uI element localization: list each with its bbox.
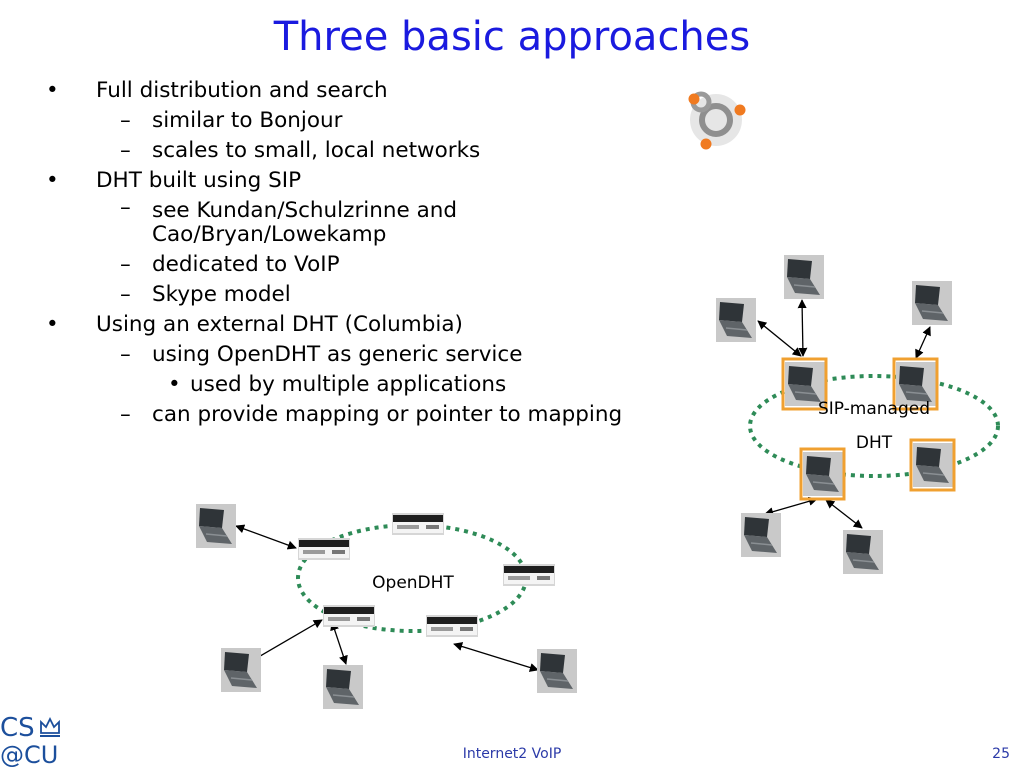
bullet-text: used by multiple applications [190, 372, 507, 397]
laptop-icon [322, 664, 364, 710]
node-highlight [781, 357, 828, 411]
server-icon [426, 615, 478, 637]
arrow [915, 326, 931, 359]
bullet-text-continuation: Cao/Bryan/Lowekamp [152, 222, 387, 247]
arrow [757, 320, 802, 357]
slide-title: Three basic approaches [273, 14, 751, 60]
bullet-marker: – [120, 282, 131, 307]
bullet-marker: • [46, 312, 59, 337]
bullet-item: –dedicated to VoIP [40, 250, 680, 280]
cs-columbia-logo: CS @CU [0, 713, 60, 768]
sip-dht-label-line2: DHT [856, 433, 893, 453]
sip-dht-label-line1: SIP-managed [818, 399, 930, 419]
node-highlight [892, 357, 939, 411]
bullet-item: –using OpenDHT as generic service [40, 340, 680, 370]
arrow [797, 299, 808, 357]
bullet-item: –can provide mapping or pointer to mappi… [40, 400, 680, 430]
bullet-item: –scales to small, local networks [40, 136, 680, 166]
laptop-icon [195, 503, 237, 549]
logo-text: @CU [0, 741, 58, 768]
laptop-icon [911, 280, 953, 326]
bullet-text: Skype model [152, 282, 291, 307]
node-highlight [799, 447, 846, 501]
bullet-marker: • [46, 78, 59, 103]
arrow [825, 499, 863, 529]
arrow [453, 642, 539, 672]
laptop-icon [802, 451, 844, 497]
sip-dht-ring [748, 374, 1000, 478]
bullet-item: • Using an external DHT (Columbia) [40, 310, 680, 340]
crown-icon [40, 716, 60, 737]
bullet-marker: • [46, 168, 59, 193]
laptop-icon [912, 442, 954, 488]
bullet-text: DHT built using SIP [96, 168, 302, 193]
bullet-text: Full distribution and search [96, 78, 388, 103]
node-highlight [909, 438, 956, 492]
bullet-marker: – [120, 342, 131, 367]
bullet-text: using OpenDHT as generic service [152, 342, 523, 367]
bullet-marker: – [120, 138, 131, 163]
bullet-text: Using an external DHT (Columbia) [96, 312, 463, 337]
logo-text: CS [0, 713, 35, 743]
bullet-text: dedicated to VoIP [152, 252, 340, 277]
bullet-marker: – [120, 108, 131, 133]
footer-title: Internet2 VoIP [462, 746, 562, 762]
arrow [764, 496, 818, 517]
bullet-marker: – [120, 402, 131, 427]
laptop-icon [536, 648, 578, 694]
bullet-item: –similar to Bonjour [40, 106, 680, 136]
bullet-text: similar to Bonjour [152, 108, 343, 133]
arrow [330, 621, 348, 665]
server-icon [323, 605, 375, 627]
bullet-marker: – [120, 252, 131, 277]
bullet-item: –Skype model [40, 280, 680, 310]
bullet-text: scales to small, local networks [152, 138, 481, 163]
laptop-icon [783, 254, 825, 300]
opendht-diagram: OpenDHT [195, 503, 578, 710]
bullet-marker: – [120, 195, 131, 220]
server-icon [392, 513, 444, 535]
sip-dht-diagram: SIP-managed DHT [715, 254, 1000, 575]
opendht-label: OpenDHT [372, 573, 454, 593]
bullet-list: •Full distribution and search –similar t… [40, 76, 680, 430]
laptop-icon [220, 647, 262, 693]
laptop-icon [715, 297, 757, 343]
bullet-item: • Full distribution and search [40, 76, 680, 106]
bullet-text: can provide mapping or pointer to mappin… [152, 402, 623, 427]
bullet-text: see Kundan/Schulzrinne and [152, 198, 458, 223]
bonjour-logo-icon [688, 91, 746, 150]
arrow [235, 524, 297, 550]
bullet-marker: • [168, 372, 181, 397]
server-icon [503, 564, 555, 586]
laptop-icon [740, 512, 782, 558]
server-icon [298, 538, 350, 560]
bullet-item: • DHT built using SIP [40, 166, 680, 196]
bullet-item: • used by multiple applications [40, 370, 680, 400]
page-number: 25 [992, 746, 1010, 762]
laptop-icon [842, 529, 884, 575]
